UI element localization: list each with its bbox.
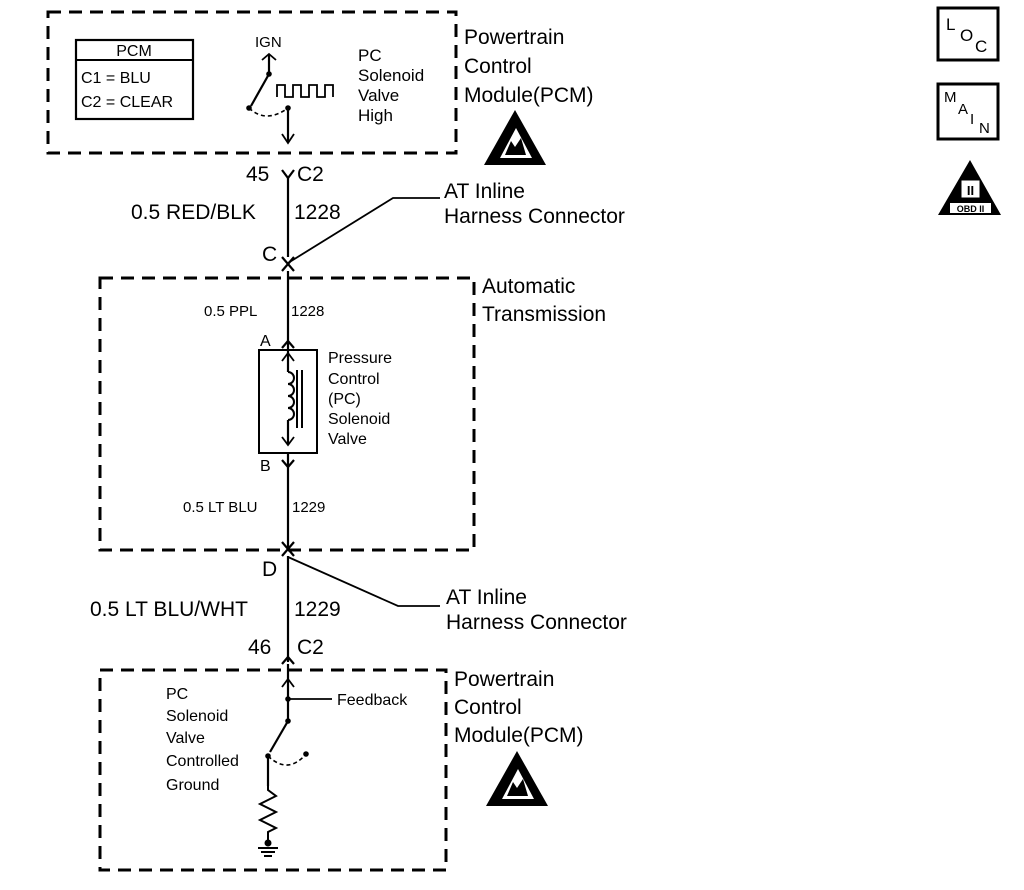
pc-solenoid-coil-icon [258,341,318,454]
wire-lt-blu-wht-label: 0.5 LT BLU/WHT [90,598,248,621]
connector-c2-bottom: C2 [297,636,324,659]
circuit-1229-bottom: 1229 [294,598,341,621]
main-letter-i: I [970,111,974,128]
pc-high-label-1: PC [358,46,382,65]
connector-46-symbol [281,655,295,665]
obd-ii-button[interactable]: II OBD II [938,160,1001,215]
obd-roman: II [967,183,974,198]
legend-title: PCM [116,43,152,60]
circuit-1229-trans: 1229 [292,499,325,516]
pin-b: B [260,458,271,475]
low-side-switch-icon [265,664,332,786]
inline-connector-d-symbol [281,541,295,557]
bottom-pcm-title-2: Control [454,696,522,719]
loc-letter-o: O [960,26,973,45]
inline-d-label-2: Harness Connector [446,611,627,634]
loc-letter-l: L [946,15,955,34]
inline-letter-d: D [262,558,277,581]
ground-label-5: Ground [166,777,219,794]
main-letter-a: A [958,101,968,118]
pc-high-label-2: Solenoid [358,66,424,85]
pin-a: A [260,333,271,350]
solenoid-label-3: (PC) [328,391,361,408]
solenoid-label-2: Control [328,371,380,388]
leader-line-d [287,556,440,607]
legend-c2: C2 = CLEAR [81,94,173,111]
loc-letter-c: C [975,37,987,56]
pc-high-label-4: High [358,106,393,125]
wire-red-blk-label: 0.5 RED/BLK [131,201,256,224]
ground-label-3: Valve [166,730,205,747]
pin-45: 45 [246,163,269,186]
inline-d-label-1: AT Inline [446,586,527,609]
solenoid-label-4: Solenoid [328,411,390,428]
main-letter-m: M [944,89,957,106]
top-pcm-title-3: Module(PCM) [464,84,594,107]
bottom-pcm-title-1: Powertrain [454,668,554,691]
transmission-box [98,276,476,552]
inline-c-label-1: AT Inline [444,180,525,203]
inline-letter-c: C [262,243,277,266]
pcm-connector-legend: PCM C1 = BLU C2 = CLEAR [74,38,195,121]
pin-46: 46 [248,636,271,659]
top-pcm-title-1: Powertrain [464,26,564,49]
transmission-title-1: Automatic [482,275,575,298]
circuit-1228-trans: 1228 [291,303,324,320]
circuit-1228-top: 1228 [294,201,341,224]
top-pcm-title-2: Control [464,55,532,78]
ground-label-4: Controlled [166,753,239,770]
inline-c-label-2: Harness Connector [444,205,625,228]
main-letter-n: N [979,120,990,137]
ground-icon [258,839,278,857]
transmission-title-2: Transmission [482,303,606,326]
connector-c2-top: C2 [297,163,324,186]
legend-c1: C1 = BLU [81,70,151,87]
wire-ppl-label: 0.5 PPL [204,303,257,320]
wire-lt-blu-label: 0.5 LT BLU [183,499,258,516]
loc-button[interactable]: L O C [936,6,1000,62]
ground-label-2: Solenoid [166,708,228,725]
connector-45-symbol [281,169,295,180]
esd-warning-icon-top [484,110,546,165]
inline-connector-c-symbol [281,256,295,272]
esd-warning-icon-bottom [486,751,548,806]
solenoid-label-1: Pressure [328,350,392,367]
feedback-label: Feedback [337,692,408,709]
resistor-icon [257,786,279,840]
pwm-waveform-icon [276,84,334,98]
solenoid-label-5: Valve [328,431,367,448]
obd-text: OBD II [957,204,985,214]
pc-high-label-3: Valve [358,86,399,105]
main-button[interactable]: M A I N [936,82,1000,141]
leader-line-c [287,197,440,264]
ground-label-1: PC [166,686,188,703]
high-side-switch-icon [246,52,295,145]
bottom-pcm-box [98,668,448,872]
bottom-pcm-title-3: Module(PCM) [454,724,584,747]
ign-label: IGN [255,34,282,51]
